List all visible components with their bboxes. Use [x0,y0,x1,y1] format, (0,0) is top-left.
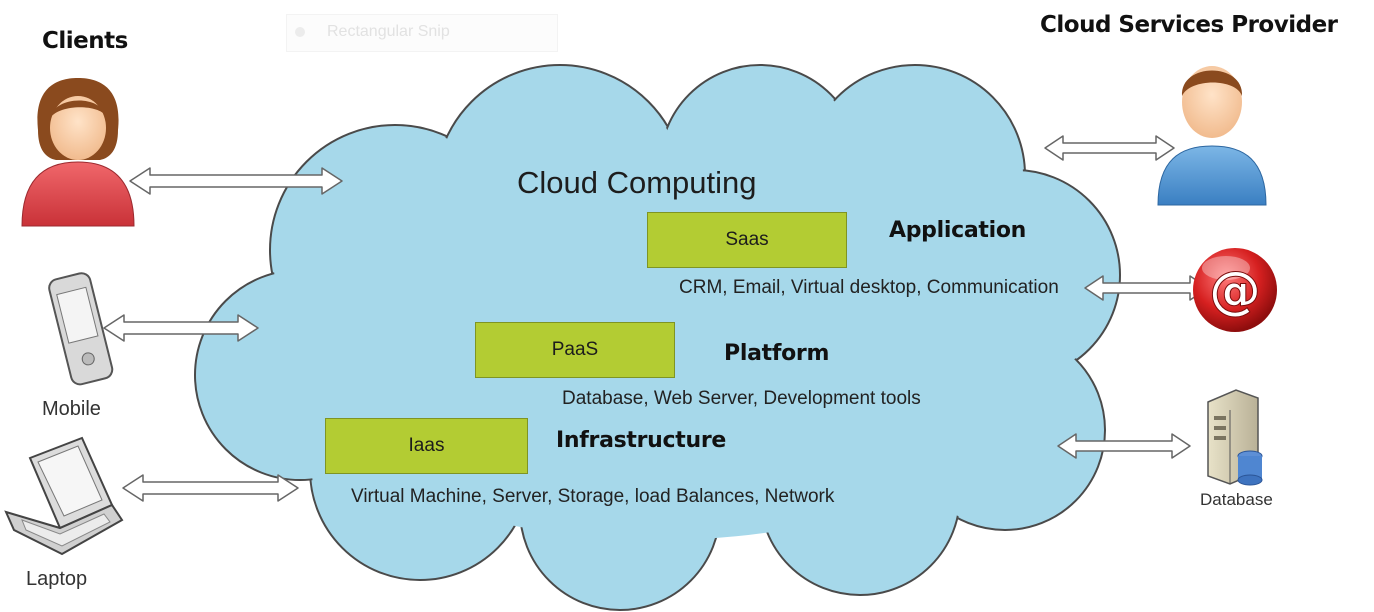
email-at-icon [1193,248,1277,332]
ghost-snip-toolbar: Rectangular Snip [286,14,558,52]
laptop-label: Laptop [26,568,88,590]
paas-box: PaaS [475,322,675,378]
paas-description: Database, Web Server, Development tools [562,388,921,409]
arrow-database [1057,433,1191,459]
user-male-icon [1157,66,1267,206]
iaas-box: Iaas [325,418,528,474]
laptop-icon [4,436,124,556]
clients-heading: Clients [42,28,128,54]
mobile-phone-icon [48,272,114,386]
ghost-snip-icon [295,27,305,37]
saas-description: CRM, Email, Virtual desktop, Communicati… [679,277,1059,298]
user-female-icon [21,78,135,227]
saas-box: Saas [647,212,847,268]
svg-text:@: @ [1209,261,1261,321]
arrow-provider [1044,135,1175,161]
arrow-clients [129,167,343,195]
ghost-snip-label: Rectangular Snip [327,23,450,40]
arrow-laptop [122,474,299,502]
mobile-label: Mobile [42,398,101,420]
database-label: Database [1200,490,1273,509]
application-label: Application [889,218,1027,243]
iaas-description: Virtual Machine, Server, Storage, load B… [351,486,835,507]
platform-label: Platform [724,341,830,366]
database-server-icon [1207,389,1263,486]
cloud-title: Cloud Computing [517,165,757,200]
arrow-mobile [103,314,259,342]
provider-heading: Cloud Services Provider [1040,12,1338,38]
arrow-email [1084,275,1209,301]
infrastructure-label: Infrastructure [556,428,727,453]
